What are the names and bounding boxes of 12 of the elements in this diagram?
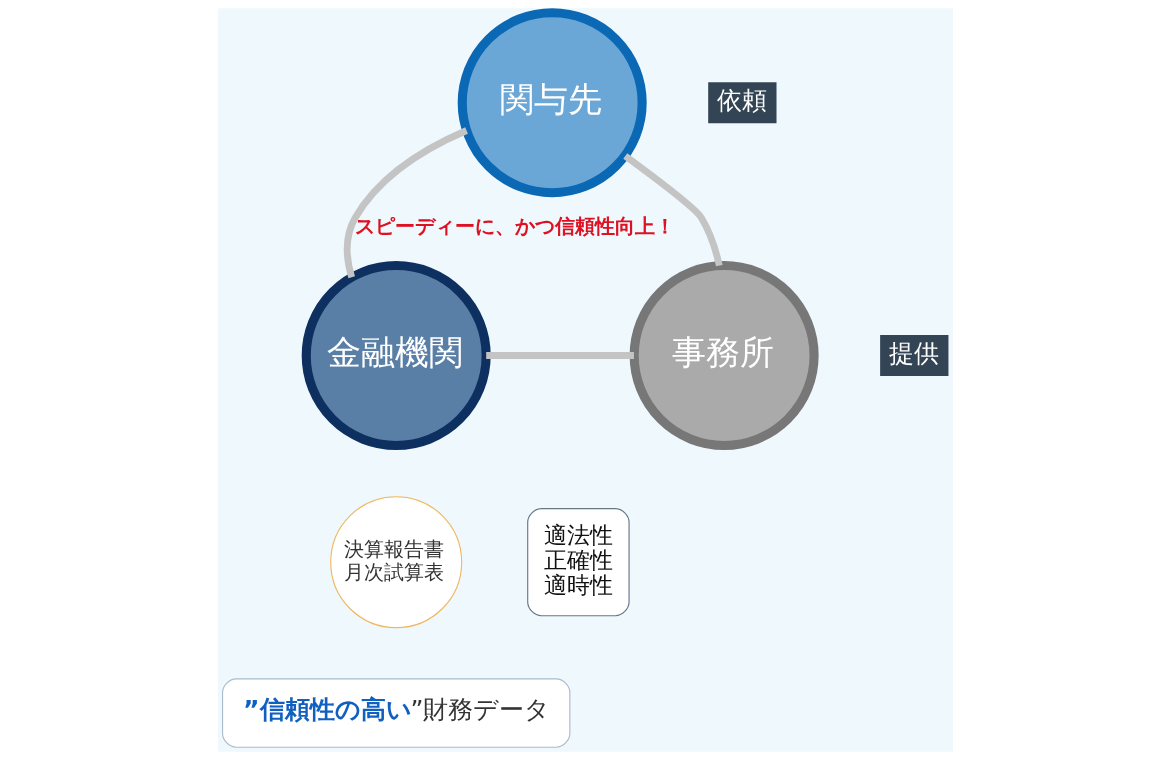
edge-label: スピーディーに、かつ信頼性向上！ (354, 214, 675, 238)
node-circle: 関与先 (457, 8, 647, 198)
connector (485, 352, 634, 359)
node-circle: 金融機関 (301, 261, 491, 451)
node-box: 適法性 正確性 適時性 (526, 508, 630, 617)
node-circle: 事務所 (629, 261, 819, 451)
connector (343, 127, 468, 279)
label: 依頼 (716, 86, 767, 116)
node-box: ”信頼性の高い”財務データ (221, 678, 570, 748)
connector (622, 153, 723, 267)
label: 提供 (888, 338, 939, 368)
node-circle: 決算報告書 月次試算表 (329, 496, 462, 629)
